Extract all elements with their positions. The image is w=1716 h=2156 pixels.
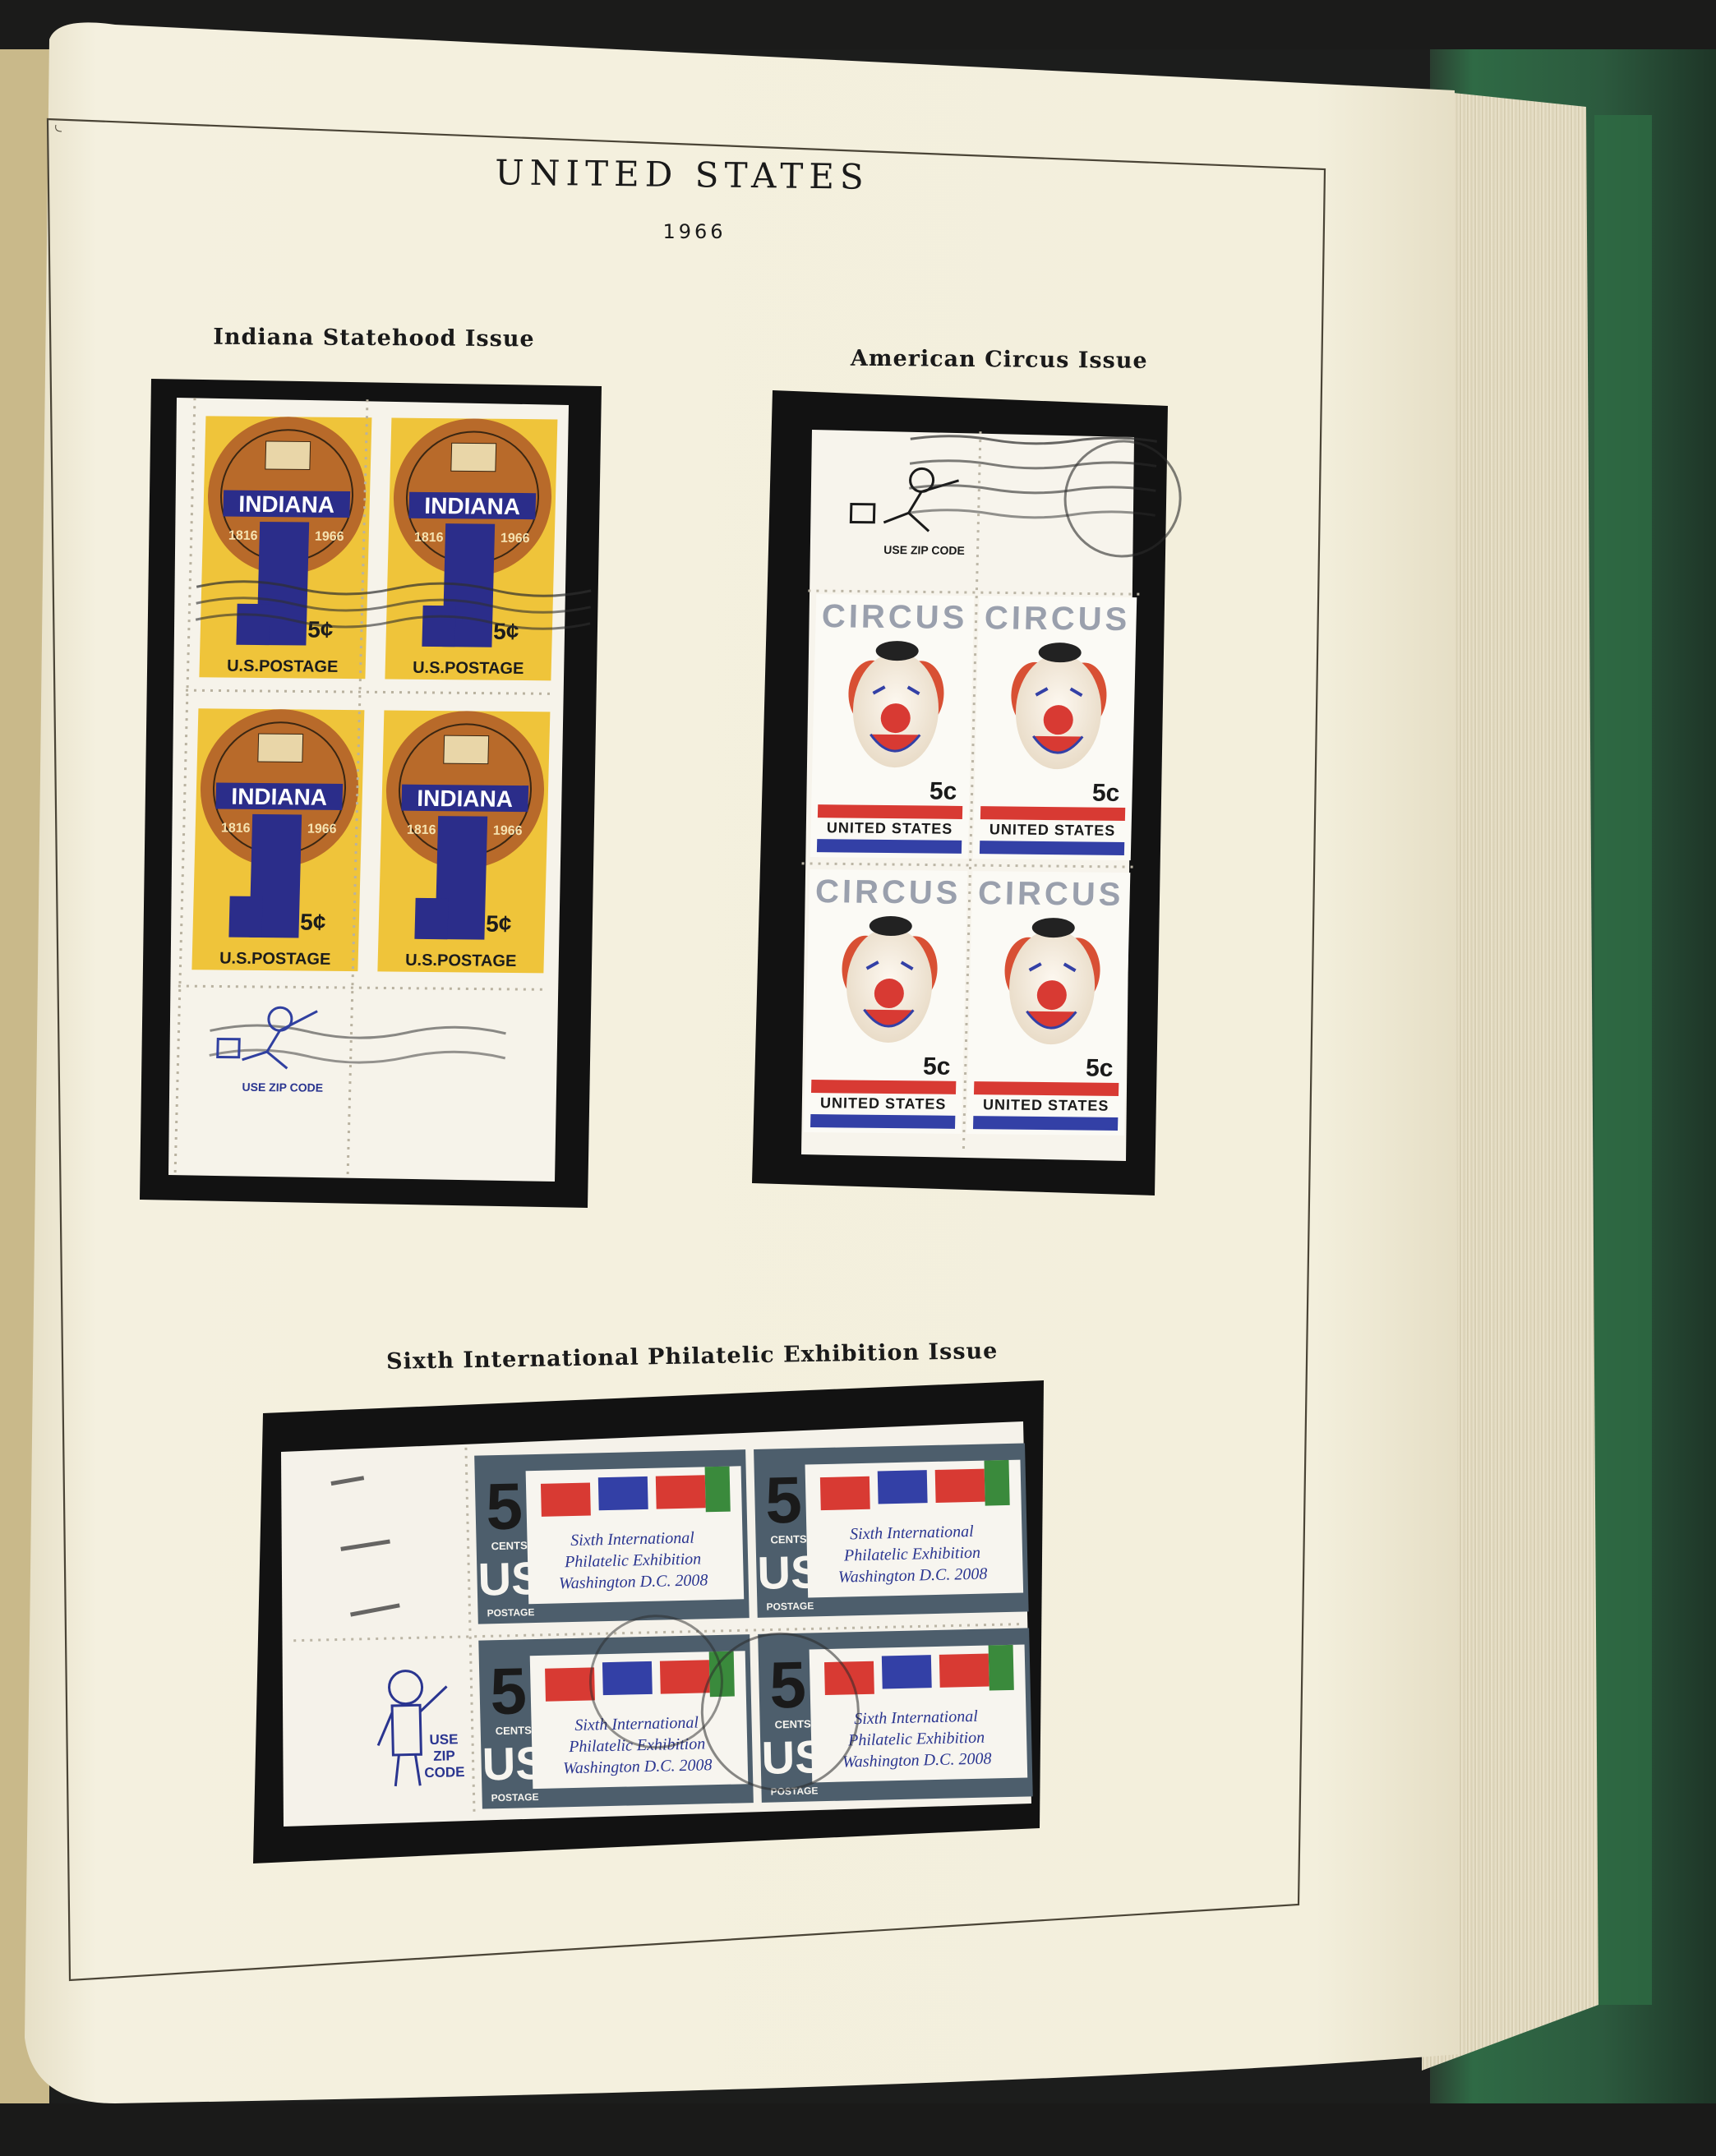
svg-text:5¢: 5¢ (300, 909, 326, 934)
sipex-stamp: 5 CENTS US POSTAGE Sixth International P… (758, 1628, 1033, 1803)
svg-text:1966: 1966 (493, 824, 523, 838)
svg-text:Washington D.C. 2008: Washington D.C. 2008 (559, 1571, 708, 1592)
svg-text:5: 5 (485, 1469, 524, 1543)
svg-text:US: US (477, 1552, 542, 1605)
svg-text:Washington D.C. 2008: Washington D.C. 2008 (838, 1565, 988, 1587)
svg-text:5¢: 5¢ (486, 911, 512, 937)
indiana-stamp: INDIANA 1816 1966 5¢ U.S.POSTAGE (191, 708, 365, 972)
indiana-stamp: INDIANA 1816 1966 5¢ U.S.POSTAGE (199, 416, 372, 680)
svg-text:CIRCUS: CIRCUS (978, 875, 1124, 913)
svg-text:U.S.POSTAGE: U.S.POSTAGE (413, 659, 524, 678)
svg-text:5: 5 (489, 1654, 528, 1728)
page-border (46, 117, 1326, 1982)
svg-text:US: US (757, 1546, 822, 1599)
svg-text:5c: 5c (1092, 780, 1120, 807)
svg-text:1966: 1966 (315, 530, 344, 544)
svg-text:Philatelic Exhibition: Philatelic Exhibition (564, 1550, 702, 1571)
circus-block: USE ZIP CODE CIRCUS 5c UNITED STATES (752, 390, 1182, 1195)
circus-stamp: CIRCUS 5c UNITED STATES (966, 871, 1131, 1136)
svg-text:Sixth International: Sixth International (854, 1707, 978, 1728)
svg-text:1816: 1816 (221, 822, 251, 836)
svg-text:UNITED STATES: UNITED STATES (983, 1096, 1109, 1114)
svg-text:Washington D.C. 2008: Washington D.C. 2008 (842, 1749, 992, 1771)
page-stack-edge (1422, 90, 1598, 2071)
sipex-stamp: 5 CENTS US POSTAGE Sixth International P… (474, 1449, 750, 1624)
svg-text:CENTS: CENTS (496, 1724, 533, 1737)
svg-text:Sixth International: Sixth International (570, 1529, 694, 1550)
svg-text:Philatelic Exhibition: Philatelic Exhibition (843, 1544, 981, 1565)
svg-text:POSTAGE: POSTAGE (770, 1785, 818, 1797)
svg-text:INDIANA: INDIANA (424, 493, 520, 519)
svg-text:POSTAGE: POSTAGE (487, 1606, 534, 1619)
svg-text:5¢: 5¢ (493, 619, 519, 644)
svg-text:1966: 1966 (307, 822, 337, 836)
svg-text:Washington D.C. 2008: Washington D.C. 2008 (563, 1756, 713, 1777)
svg-text:5¢: 5¢ (307, 617, 334, 643)
svg-text:US: US (761, 1730, 826, 1784)
svg-text:1816: 1816 (414, 531, 444, 545)
svg-text:POSTAGE: POSTAGE (766, 1600, 814, 1612)
svg-text:1816: 1816 (228, 529, 258, 543)
circus-stamp: CIRCUS 5c UNITED STATES (803, 869, 968, 1134)
svg-text:USE ZIP CODE: USE ZIP CODE (883, 543, 965, 557)
issue-title-indiana: Indiana Statehood Issue (213, 324, 535, 352)
svg-text:U.S.POSTAGE: U.S.POSTAGE (219, 950, 331, 969)
svg-text:1816: 1816 (407, 823, 436, 837)
svg-text:POSTAGE: POSTAGE (491, 1791, 539, 1804)
svg-text:US: US (482, 1737, 547, 1790)
svg-text:CENTS: CENTS (491, 1539, 528, 1552)
svg-text:UNITED STATES: UNITED STATES (827, 819, 953, 837)
svg-text:Sixth International: Sixth International (850, 1523, 974, 1543)
svg-text:U.S.POSTAGE: U.S.POSTAGE (227, 657, 339, 676)
svg-text:5c: 5c (930, 778, 957, 805)
sipex-stamp: 5 CENTS US POSTAGE Sixth International P… (478, 1634, 754, 1809)
svg-text:UNITED STATES: UNITED STATES (820, 1094, 947, 1113)
svg-text:CIRCUS: CIRCUS (821, 598, 967, 636)
zip-code-mascot: USE ZIP CODE (216, 1006, 323, 1094)
svg-text:5: 5 (764, 1463, 803, 1537)
svg-text:USE ZIP CODE: USE ZIP CODE (242, 1080, 323, 1094)
svg-text:CIRCUS: CIRCUS (984, 600, 1130, 638)
svg-text:INDIANA: INDIANA (231, 784, 327, 810)
binder-strip (1594, 115, 1652, 2005)
svg-text:5: 5 (768, 1648, 807, 1722)
svg-text:ZIP: ZIP (433, 1748, 455, 1764)
svg-text:USE: USE (429, 1731, 458, 1748)
indiana-stamp: INDIANA 1816 1966 5¢ U.S.POSTAGE (377, 710, 551, 974)
circus-stamp: CIRCUS 5c UNITED STATES (810, 594, 975, 859)
svg-text:INDIANA: INDIANA (417, 785, 513, 812)
svg-text:CIRCUS: CIRCUS (815, 873, 962, 911)
svg-text:Philatelic Exhibition: Philatelic Exhibition (847, 1729, 985, 1750)
circus-stamp: CIRCUS 5c UNITED STATES (972, 596, 1137, 861)
sipex-block: USE ZIP CODE 5 CENTS US POSTAGE Sixth In… (253, 1380, 1044, 1863)
svg-text:5c: 5c (923, 1053, 951, 1080)
indiana-stamp: INDIANA 1816 1966 5¢ U.S.POSTAGE (385, 417, 558, 681)
svg-text:1966: 1966 (501, 532, 530, 546)
indiana-stamp-name: INDIANA (238, 491, 334, 518)
zip-code-mascot: USE ZIP CODE (376, 1670, 465, 1787)
svg-text:Sixth International: Sixth International (574, 1714, 699, 1734)
svg-text:5c: 5c (1086, 1055, 1114, 1082)
svg-text:U.S.POSTAGE: U.S.POSTAGE (405, 951, 517, 970)
page-title: UNITED STATES (495, 152, 870, 197)
sipex-stamp: 5 CENTS US POSTAGE Sixth International P… (754, 1443, 1029, 1618)
svg-text:UNITED STATES: UNITED STATES (989, 821, 1116, 839)
svg-text:CENTS: CENTS (770, 1533, 807, 1546)
svg-text:CENTS: CENTS (774, 1717, 811, 1730)
indiana-block: INDIANA 1816 1966 5¢ U.S.POSTAGE INDIANA… (140, 379, 602, 1208)
svg-text:CODE: CODE (424, 1764, 465, 1781)
issue-title-circus: American Circus Issue (850, 345, 1148, 374)
page-year: 1966 (662, 220, 727, 243)
